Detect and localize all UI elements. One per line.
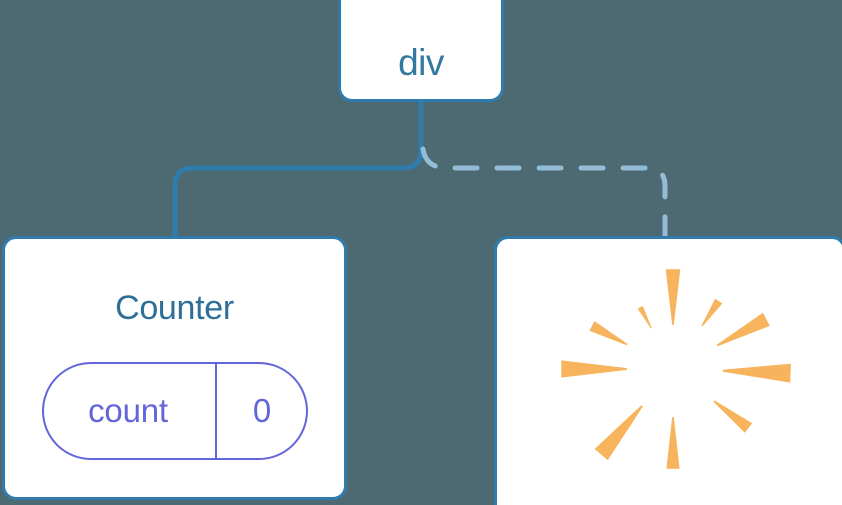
sparkle-ray xyxy=(637,305,652,329)
node-div[interactable]: div xyxy=(338,0,504,102)
sparkle-ray xyxy=(713,400,753,433)
sparkle-ray xyxy=(701,298,723,327)
edge-div-to-sparkle xyxy=(420,146,668,241)
state-value: 0 xyxy=(252,392,272,429)
node-div-label: div xyxy=(398,42,444,83)
state-pill-outline xyxy=(41,362,308,460)
sparkle-burst-icon xyxy=(561,269,791,469)
state-pill-count[interactable]: count 0 xyxy=(41,362,308,460)
edge-div-to-counter xyxy=(172,98,424,241)
sparkle-ray xyxy=(594,405,643,461)
sparkle-ray xyxy=(716,312,770,347)
node-sparkle[interactable] xyxy=(494,236,842,505)
sparkle-ray xyxy=(665,269,681,325)
sparkle-ray xyxy=(561,360,627,378)
sparkle-ray xyxy=(722,363,791,383)
state-pill-divider xyxy=(214,362,217,460)
sparkle-ray xyxy=(589,321,628,346)
node-counter-label: Counter xyxy=(115,289,234,327)
sparkle-ray xyxy=(666,417,680,469)
node-counter[interactable]: Counter count 0 xyxy=(2,236,347,500)
state-key: count xyxy=(88,392,168,429)
